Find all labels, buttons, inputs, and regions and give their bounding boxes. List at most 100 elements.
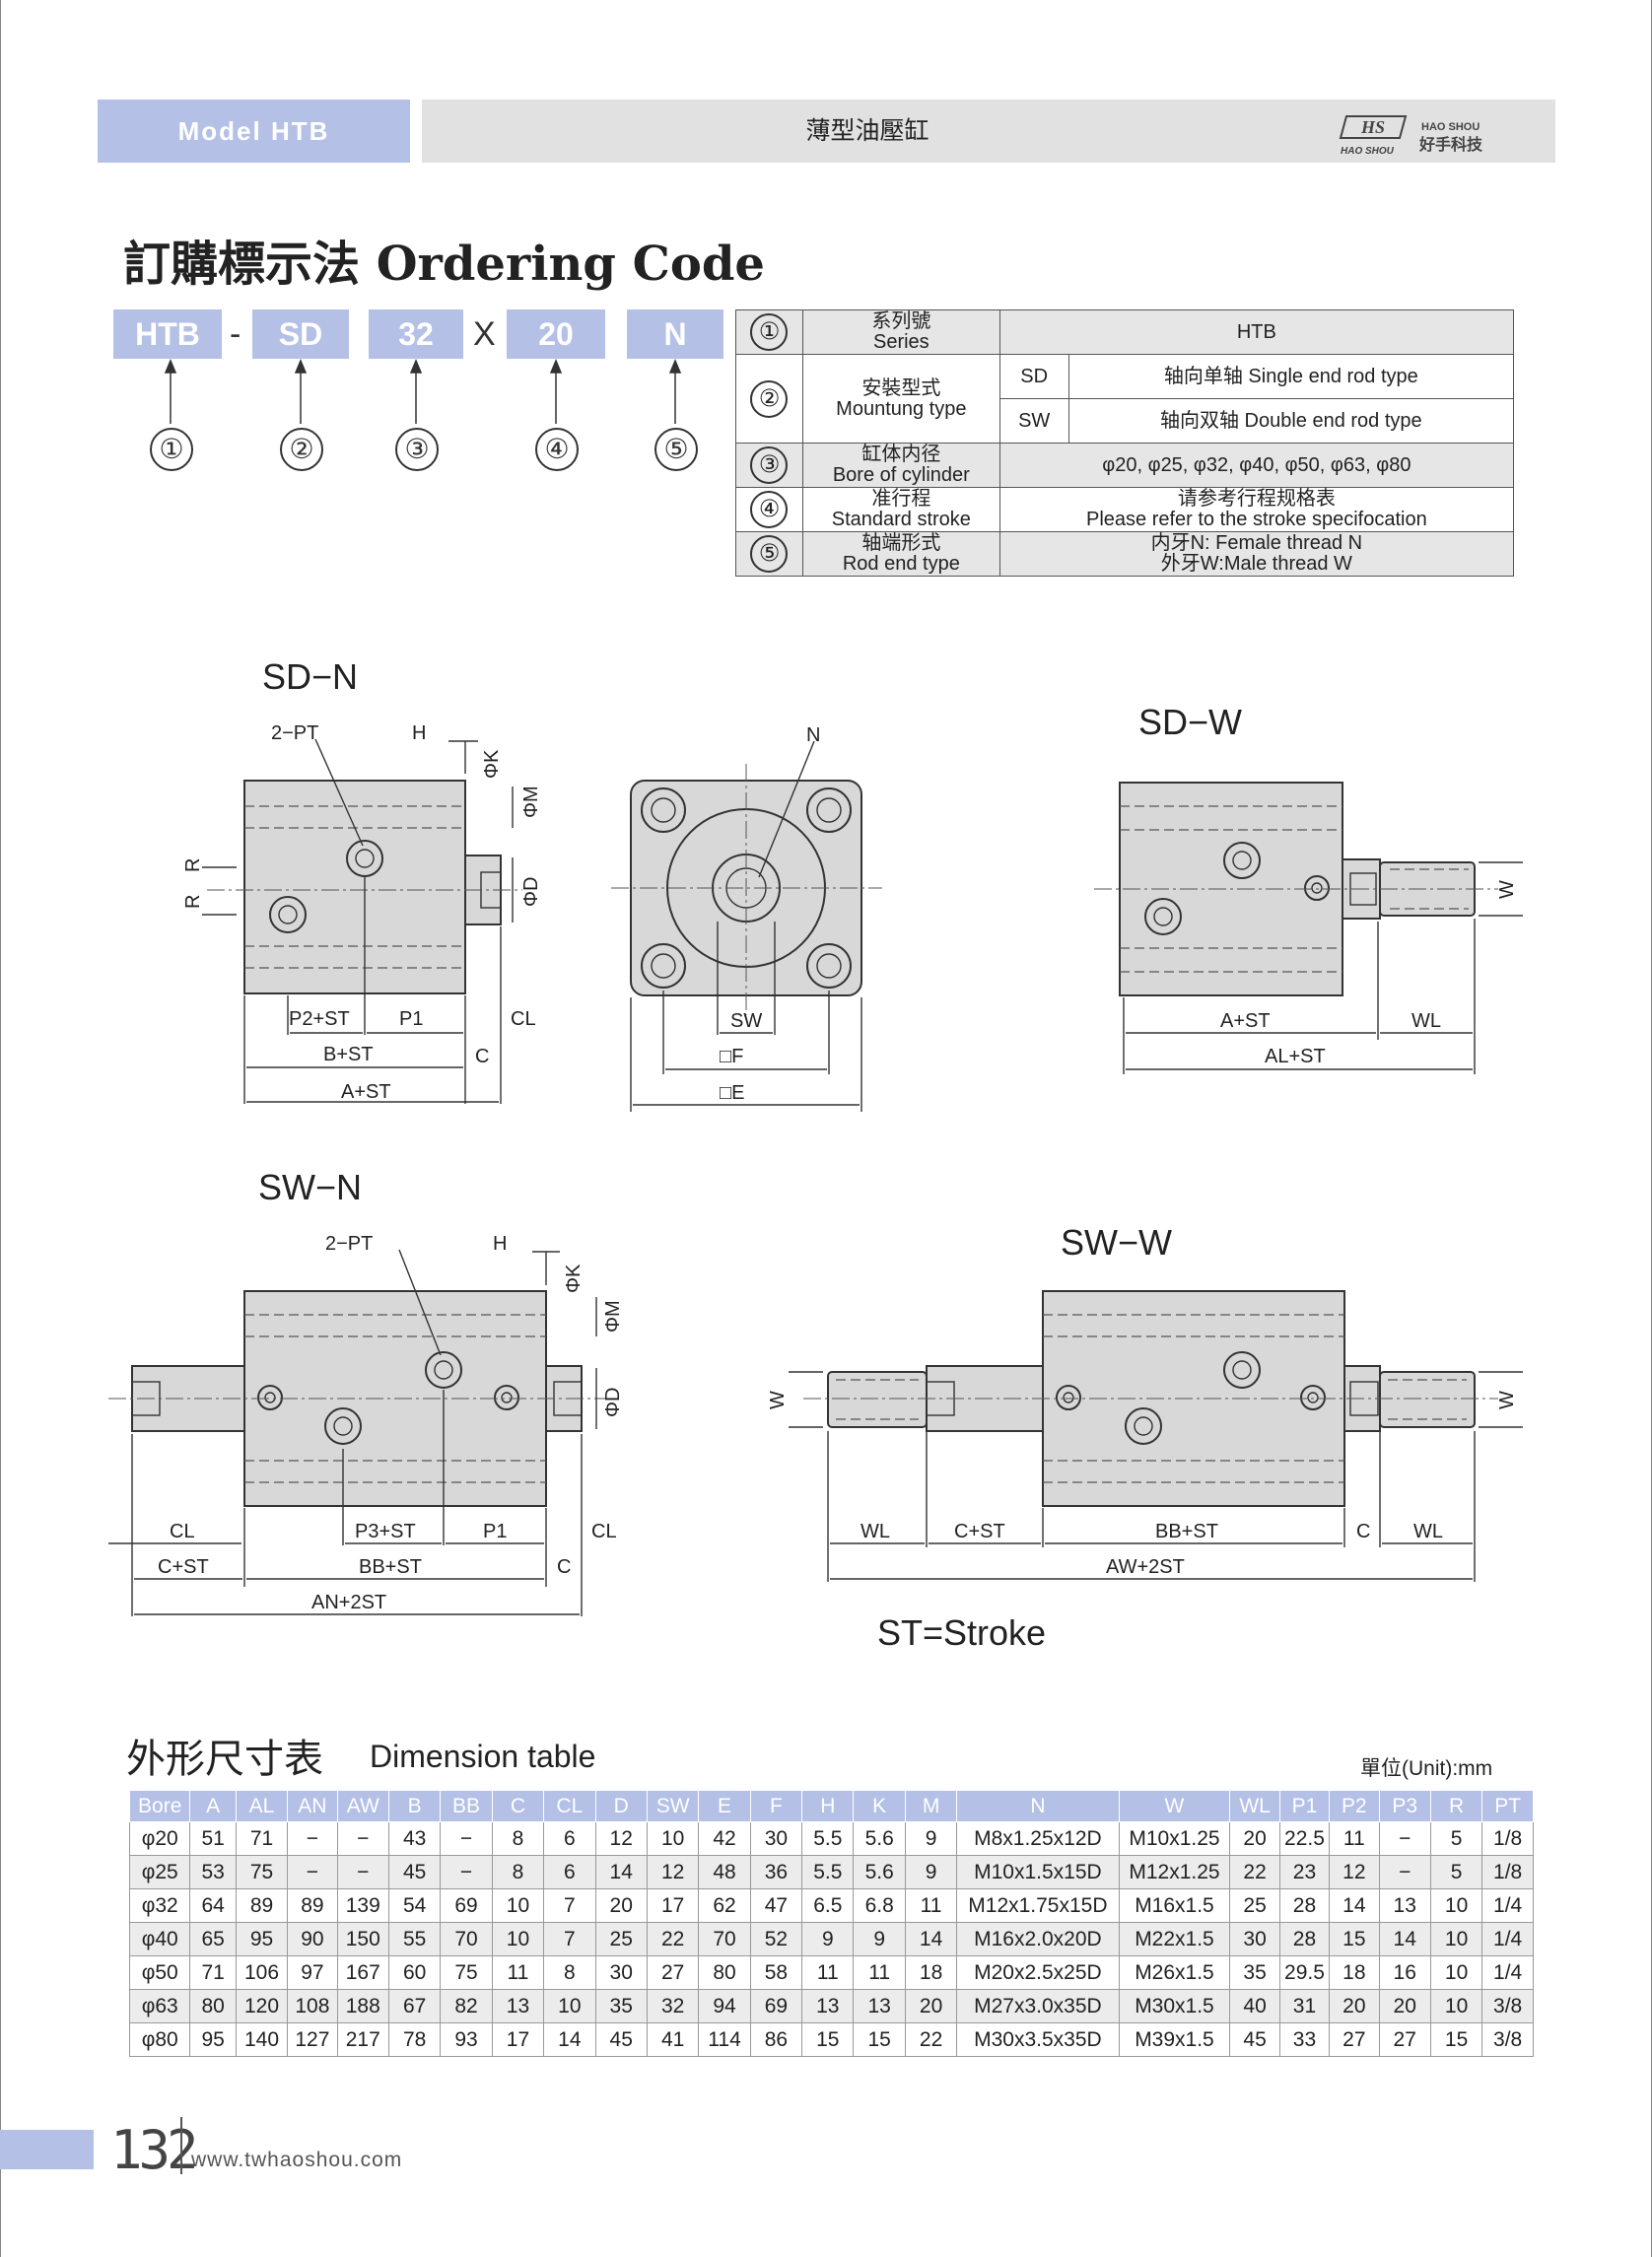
code-stroke: 20 [507,309,605,359]
table-cell: 12 [1329,1855,1380,1889]
dim-w-right: W [1496,1391,1518,1409]
table-cell: 45 [594,2022,648,2057]
column-header: D [594,1790,648,1822]
spec-label-zh: 缸体内径 [861,444,941,465]
spec-value-zh: 内牙N: Female thread N [1150,532,1363,554]
spec-option-desc: 轴向单轴 Single end rod type [1067,354,1515,399]
spec-label-zh: 轴端形式 [861,532,941,554]
table-cell: 51 [189,1821,237,1856]
table-cell: 47 [749,1888,803,1923]
dimension-table-unit: 單位(Unit):mm [1360,1757,1493,1780]
spec-label-zh: 系列號 [871,310,931,332]
table-cell: 20 [1329,1989,1380,2023]
table-cell: 18 [1329,1955,1380,1990]
table-cell: 9 [904,1855,958,1889]
table-cell: φ63 [128,1989,191,2023]
table-cell: 11 [1329,1821,1380,1856]
table-cell: 55 [387,1922,442,1956]
table-cell: 20 [594,1888,648,1923]
table-cell: M20x2.5x25D [956,1955,1120,1990]
table-cell: 80 [189,1989,237,2023]
code-separator-x: X [473,315,496,353]
dim-an2st: AN+2ST [311,1592,386,1613]
table-cell: 35 [1229,1955,1280,1990]
table-cell: 86 [749,2022,803,2057]
dim-cst-w: C+ST [954,1521,1005,1542]
dim-w-left: W [767,1391,789,1409]
spec-label-en: Rod end type [842,553,960,575]
code-mounting: SD [252,309,349,359]
dim-p2st: P2+ST [289,1008,350,1030]
logo-en-small: HAO SHOU [1341,146,1395,157]
dim-ast-w: A+ST [1220,1010,1271,1032]
table-cell: − [336,1855,389,1889]
table-cell: φ80 [128,2022,191,2057]
code-number-1: ① [150,428,193,471]
table-cell: 10 [491,1888,545,1923]
stroke-note: ST=Stroke [877,1612,1047,1653]
model-label: Model HTB [98,100,410,163]
table-cell: M22x1.5 [1118,1922,1231,1956]
table-cell: 120 [235,1989,289,2023]
table-cell: 80 [698,1955,751,1990]
logo-mark: HS [1360,117,1385,137]
dim-2pt: 2−PT [271,722,318,744]
table-cell: 11 [801,1955,855,1990]
drawing-title-sd-w: SD−W [1138,702,1243,742]
dim-c-sw: C [557,1556,571,1578]
dim-aw2st: AW+2ST [1106,1556,1185,1578]
code-series: HTB [113,309,222,359]
table-cell: 90 [287,1922,338,1956]
table-cell: 15 [1329,1922,1380,1956]
table-cell: 27 [646,1955,700,1990]
table-cell: M10x1.25 [1118,1821,1231,1856]
spec-value-en: Please refer to the stroke specifocation [1085,509,1427,530]
company-logo: HS HAO SHOU HAO SHOU 好手科技 [1339,115,1483,157]
drawing-sw-w: W W WL C+ST BB+ST C WL AW+2ST [767,1290,1523,1582]
table-cell: 13 [801,1989,855,2023]
dim-cl-right: CL [591,1521,617,1542]
dim-m: ΦM [520,786,542,818]
table-cell: 43 [387,1821,442,1856]
table-cell: 1/4 [1481,1922,1534,1956]
table-cell: 48 [698,1855,751,1889]
table-cell: 71 [189,1955,237,1990]
table-cell: 9 [853,1922,906,1956]
table-cell: 6.8 [853,1888,906,1923]
dim-p1-sw: P1 [483,1521,507,1542]
table-cell: M27x3.0x35D [956,1989,1120,2023]
table-cell: M10x1.5x15D [956,1855,1120,1889]
dim-r-bottom: R [182,895,204,909]
table-cell: 58 [749,1955,803,1990]
drawing-title-sw-n: SW−N [258,1167,363,1207]
table-cell: 30 [749,1821,803,1856]
table-cell: 11 [904,1888,958,1923]
table-cell: 1/4 [1481,1955,1534,1990]
table-cell: 6 [543,1821,596,1856]
header-bar [422,100,1555,163]
table-cell: 22 [1229,1855,1280,1889]
dim-sw: SW [730,1010,762,1032]
spec-label-en: Series [872,331,929,353]
table-cell: 106 [235,1955,289,1990]
column-header: B [387,1790,442,1822]
table-cell: 14 [594,1855,648,1889]
dim-c-w: C [1356,1521,1370,1542]
table-cell: 25 [594,1922,648,1956]
table-cell: 139 [336,1888,389,1923]
table-cell: 11 [491,1955,545,1990]
dim-k-sw: ΦK [563,1264,585,1293]
column-header: K [853,1790,906,1822]
table-cell: 1/8 [1481,1855,1534,1889]
column-header: PT [1481,1790,1534,1822]
dim-n: N [806,724,820,746]
dim-bbst: BB+ST [359,1556,422,1578]
table-cell: 5.6 [853,1855,906,1889]
table-cell: 54 [387,1888,442,1923]
table-cell: 89 [235,1888,289,1923]
table-cell: 18 [904,1955,958,1990]
